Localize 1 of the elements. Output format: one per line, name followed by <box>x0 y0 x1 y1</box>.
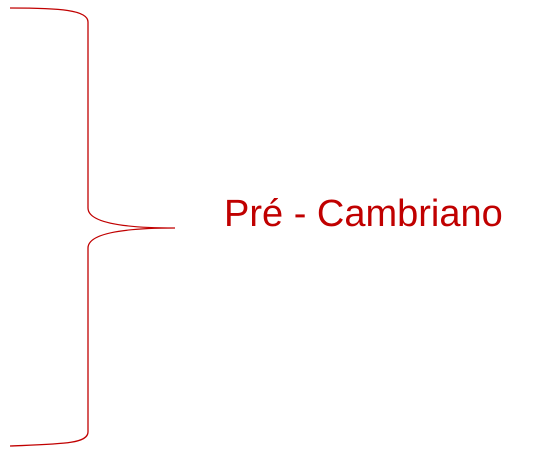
era-label: Pré - Cambriano <box>224 192 503 237</box>
